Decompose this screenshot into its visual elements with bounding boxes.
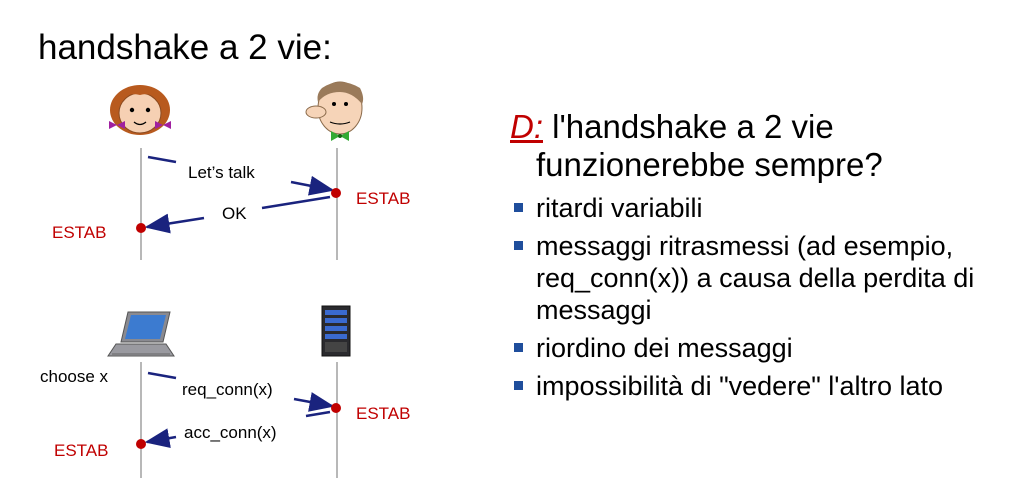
req-arrow-head	[293, 392, 335, 412]
acc-arrow-head	[144, 428, 177, 449]
bullet-icon	[514, 203, 523, 212]
msg-req-conn: req_conn(x)	[182, 380, 273, 399]
question-line-1: l'handshake a 2 vie	[543, 108, 834, 145]
msg-ok: OK	[222, 204, 247, 223]
estab-client-label: ESTAB	[54, 441, 108, 460]
list-item: riordino dei messaggi	[510, 332, 1010, 364]
estab-server-label: ESTAB	[356, 189, 410, 208]
slide-title: handshake a 2 vie:	[38, 28, 332, 67]
req-arrow-tail	[147, 371, 177, 380]
estab-server-label: ESTAB	[356, 404, 410, 423]
server-icon	[321, 305, 351, 357]
list-item: ritardi variabili	[510, 192, 1010, 224]
msg-acc-conn: acc_conn(x)	[184, 423, 277, 442]
msg2-arrow-tail	[261, 195, 331, 210]
woman-face-icon	[109, 85, 171, 135]
estab-dot	[136, 439, 146, 449]
bullet-icon	[514, 381, 523, 390]
estab-dot	[331, 188, 341, 198]
laptop-icon	[107, 311, 175, 357]
msg1-arrow-tail	[147, 155, 177, 164]
estab-client-label: ESTAB	[52, 223, 106, 242]
points-list: ritardi variabili messaggi ritrasmessi (…	[510, 192, 1010, 402]
question-prefix: D:	[510, 108, 543, 145]
list-item: messaggi ritrasmessi (ad esempio, req_co…	[510, 230, 1010, 326]
bullet-icon	[514, 241, 523, 250]
msg-lets-talk: Let’s talk	[188, 163, 255, 182]
question: D: l'handshake a 2 vie funzionerebbe sem…	[510, 108, 1010, 184]
estab-dot	[136, 223, 146, 233]
msg1-arrow-head	[290, 175, 335, 196]
handshake-diagram: Let’s talk ESTAB OK ESTAB choose x req_c…	[40, 81, 410, 478]
acc-arrow-tail	[305, 410, 331, 418]
msg2-arrow-head	[144, 213, 205, 234]
list-item: impossibilità di "vedere" l'altro lato	[510, 370, 1010, 402]
choose-x-label: choose x	[40, 367, 109, 386]
question-line-2: funzionerebbe sempre?	[536, 146, 883, 183]
man-face-icon	[305, 81, 364, 141]
bullet-icon	[514, 343, 523, 352]
question-panel: D: l'handshake a 2 vie funzionerebbe sem…	[510, 108, 1010, 408]
estab-dot	[331, 403, 341, 413]
